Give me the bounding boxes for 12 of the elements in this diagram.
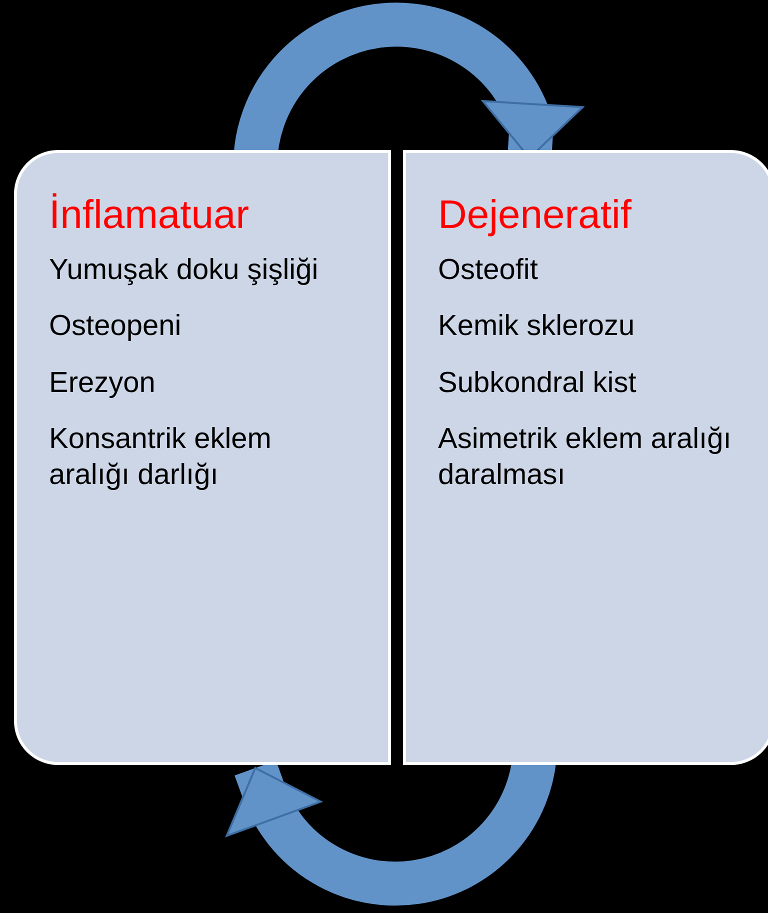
feature-item: Kemik sklerozu — [438, 309, 636, 344]
category-panel — [403, 150, 768, 765]
feature-item: Erezyon — [49, 366, 156, 401]
feature-item: Osteofit — [438, 253, 539, 288]
feature-item: Konsantrik eklem aralığı darlığı — [49, 422, 272, 492]
feature-item: Osteopeni — [49, 309, 182, 344]
panel-heading: Dejeneratif — [438, 192, 632, 239]
feature-item: Yumuşak doku şişliği — [49, 253, 320, 288]
feature-item: Subkondral kist — [438, 366, 638, 401]
feature-item: Asimetrik eklem aralığı daralması — [438, 422, 732, 492]
panel-heading: İnflamatuar — [49, 192, 250, 239]
category-panel — [14, 150, 391, 765]
